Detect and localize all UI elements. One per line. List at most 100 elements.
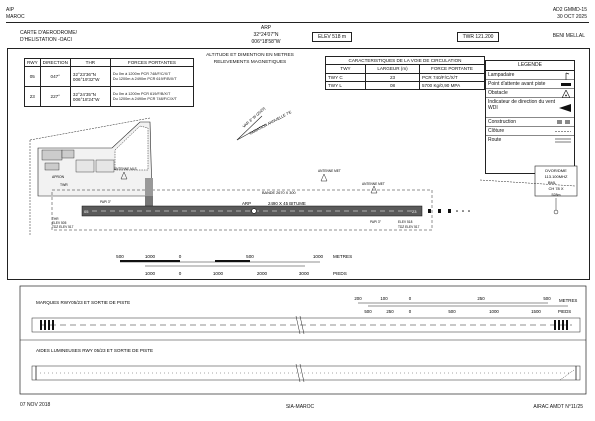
elevation-box: ELEV 518 m bbox=[312, 32, 352, 42]
svg-text:DVOR/DME: DVOR/DME bbox=[545, 168, 567, 173]
svg-text:500: 500 bbox=[246, 254, 254, 259]
chart-title-line1: CARTE D'AERODROME/ bbox=[20, 30, 77, 36]
svg-text:2000: 2000 bbox=[257, 271, 268, 276]
svg-text:500: 500 bbox=[364, 309, 372, 314]
dvor-symbol-icon bbox=[553, 209, 559, 215]
col-direction: DIRECTION bbox=[39, 57, 71, 68]
legend-item: Route bbox=[486, 136, 574, 145]
building bbox=[44, 162, 60, 171]
svg-text:100: 100 bbox=[380, 296, 388, 301]
col-forces: FORCES PORTANTES bbox=[109, 57, 195, 68]
runway-strip bbox=[51, 189, 433, 231]
construction-icon bbox=[557, 120, 570, 125]
units-note-line1: ALTITUDE ET DIMENTION EN METRES bbox=[206, 53, 294, 58]
dvor-dme-box: DVOR/DME 113.100MHZ BML CH 78 X 528m bbox=[534, 165, 578, 215]
svg-text:1000: 1000 bbox=[313, 254, 324, 259]
legend-item: Indicateur de direction du vent WDI bbox=[486, 98, 574, 118]
antenna-met-2: ANTENNE MET bbox=[362, 182, 385, 194]
chart-code: AD2 GMMD-15 bbox=[552, 7, 587, 13]
markings-title: MARQUES RWY05/23 ET SORTIE DE PISTE bbox=[36, 300, 130, 305]
svg-text:3000: 3000 bbox=[299, 271, 310, 276]
units-note-line2: RELEVEMENTS MAGNETIQUES bbox=[213, 60, 287, 65]
svg-text:ANTENNE MET: ANTENNE MET bbox=[362, 182, 385, 186]
aerodrome-name: BENI MELLAL bbox=[552, 33, 585, 39]
svg-text:1000: 1000 bbox=[213, 271, 224, 276]
bottom-scale-bar: 200 100 0 250 500 METRES 500 250 0 500 1… bbox=[354, 296, 577, 314]
svg-text:528m: 528m bbox=[552, 193, 561, 197]
svg-text:250: 250 bbox=[477, 296, 485, 301]
chart-date: 30 OCT 2025 bbox=[557, 14, 587, 20]
table-row: TWY L 08 5700 Kg/0,90 MPA bbox=[325, 80, 485, 91]
svg-text:1000: 1000 bbox=[145, 271, 156, 276]
legend-item: Point d'attente avant piste bbox=[486, 80, 574, 89]
fence bbox=[479, 179, 576, 187]
legend-item: Clôture bbox=[486, 127, 574, 136]
fence bbox=[29, 117, 151, 141]
scale-unit-metres: METRES bbox=[333, 254, 352, 259]
papi-23-label: PAPI 3° bbox=[370, 220, 382, 224]
legend-title: LEGENDE bbox=[486, 61, 574, 71]
svg-text:1500: 1500 bbox=[531, 309, 541, 314]
svg-text:1000: 1000 bbox=[145, 254, 156, 259]
svg-text:0: 0 bbox=[409, 296, 412, 301]
svg-text:500: 500 bbox=[543, 296, 551, 301]
chart-title-line2: D'HELISTATION -OACI bbox=[20, 37, 72, 43]
svg-text:ANTENNE MLS: ANTENNE MLS bbox=[114, 167, 137, 171]
runway-markings-diagram bbox=[31, 315, 581, 335]
legend-item: Construction bbox=[486, 118, 574, 127]
antenna-met-1: ANTENNE MET bbox=[318, 169, 341, 182]
runway-23-designator: 23 bbox=[412, 209, 417, 214]
svg-text:PIEDS: PIEDS bbox=[558, 309, 571, 314]
svg-text:METRES: METRES bbox=[559, 298, 577, 303]
fence-icon bbox=[555, 130, 571, 132]
terminal-building bbox=[41, 149, 63, 161]
country-label: MAROC bbox=[6, 14, 25, 20]
legend: LEGENDE Lampadaire Point d'attente avant… bbox=[485, 60, 575, 174]
svg-text:1000: 1000 bbox=[489, 309, 499, 314]
holding-point-icon bbox=[561, 82, 571, 86]
taxiway-link bbox=[145, 178, 153, 196]
taxiway-table: CARACTERISTIQUES DE LA VOIE DE CIRCULATI… bbox=[325, 55, 485, 91]
svg-text:113.100MHZ: 113.100MHZ bbox=[545, 174, 568, 179]
map-scale-bar: 500 1000 0 500 1000 METRES 1000 0 1000 2… bbox=[116, 254, 352, 276]
footer-amendment: AIRAC AMDT N°11/25 bbox=[533, 404, 583, 410]
svg-text:BML: BML bbox=[548, 180, 557, 185]
thr23-elev: ELEV 518 bbox=[398, 220, 413, 224]
svg-text:250: 250 bbox=[386, 309, 394, 314]
antenna-mls: ANTENNE MLS bbox=[114, 167, 137, 180]
arp-label: ARP bbox=[260, 25, 272, 31]
svg-text:ANTENNE MET: ANTENNE MET bbox=[318, 169, 341, 173]
svg-text:0: 0 bbox=[409, 309, 412, 314]
legend-item: Lampadaire bbox=[486, 71, 574, 80]
apron-stand bbox=[75, 159, 95, 173]
road-icon bbox=[555, 138, 571, 143]
thr05-label: THR bbox=[52, 217, 59, 221]
arp-map-label: ARP bbox=[242, 201, 251, 206]
papi-05-label: PAPI 3° bbox=[100, 200, 112, 204]
legend-item: Obstacle bbox=[486, 89, 574, 98]
thr05-tdz: TDZ ELEV 517 bbox=[52, 225, 74, 229]
strip-label: BANDE 2670 X 300 bbox=[262, 191, 296, 195]
runway-table: RWY DIRECTION THR FORCES PORTANTES 05 04… bbox=[24, 57, 195, 108]
arp-marker bbox=[251, 208, 257, 214]
twr-label: TWR bbox=[60, 183, 68, 187]
thr05-elev: ELEV 505 bbox=[52, 221, 67, 225]
lamp-post-icon bbox=[565, 72, 570, 80]
wind-direction-indicator-icon bbox=[559, 103, 571, 112]
magnetic-variation-arrow: VAR 3° W (2020) VARIATION ANNUELLE 7'E bbox=[236, 106, 293, 141]
apron-label: APRON bbox=[52, 175, 65, 179]
taxiway-c bbox=[145, 196, 153, 212]
twr-frequency-box: TWR 121.200 bbox=[457, 32, 499, 42]
svg-text:0: 0 bbox=[179, 271, 182, 276]
scale-unit-pieds: PIEDS bbox=[333, 271, 347, 276]
obstacle-icon bbox=[562, 89, 570, 98]
svg-text:CH 78 X: CH 78 X bbox=[548, 186, 563, 191]
svg-text:500: 500 bbox=[116, 254, 124, 259]
runway-lights-diagram bbox=[31, 363, 581, 383]
runway-dimension-label: 2490 X 45 BITUME bbox=[268, 201, 306, 206]
runway-05-designator: 05 bbox=[84, 209, 89, 214]
main-map-frame bbox=[7, 48, 590, 280]
approach-lights-23 bbox=[428, 209, 470, 213]
